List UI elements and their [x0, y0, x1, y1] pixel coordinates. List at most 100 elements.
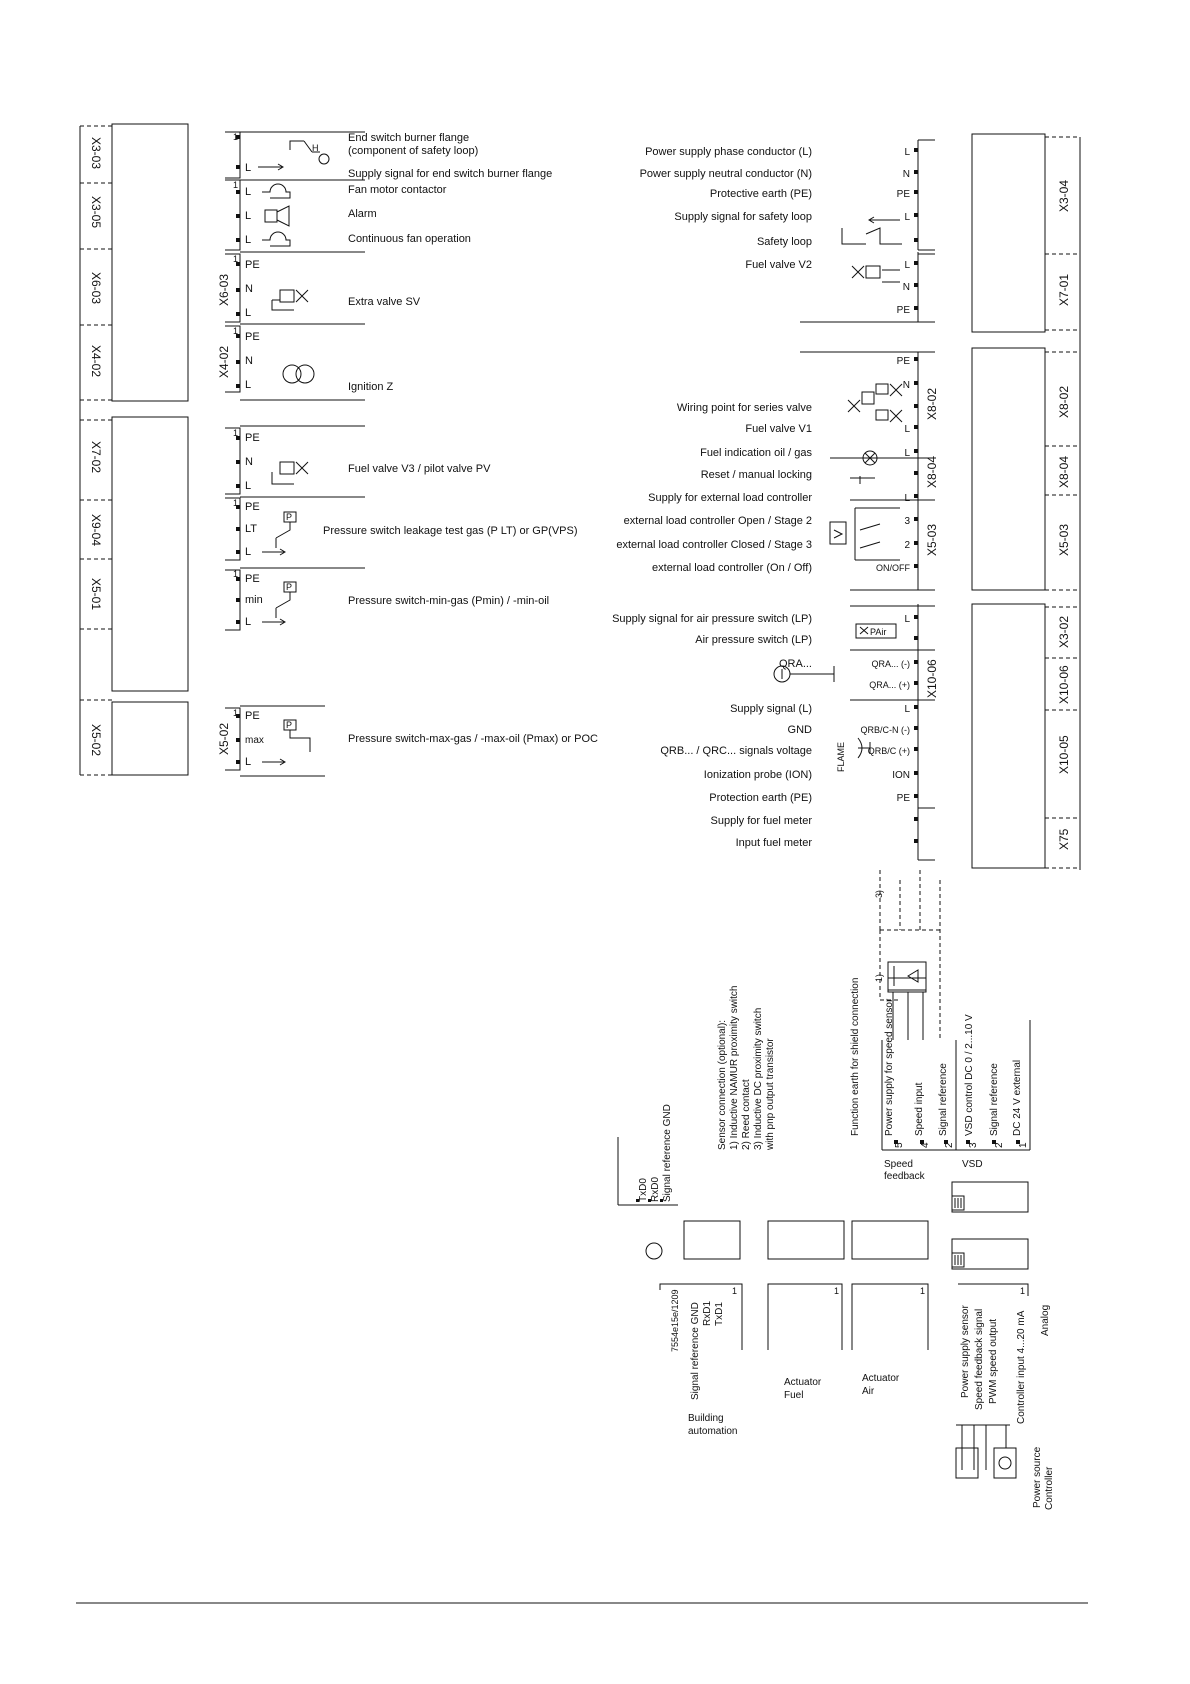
right-group-tag: X8-02 — [925, 388, 939, 420]
right-row-terminal — [914, 148, 918, 152]
right-row-pin: QRB/C-N (-) — [861, 725, 911, 735]
left-connector-x6-03: X6-03 — [89, 272, 103, 304]
speed-label: Speed input — [914, 1082, 925, 1136]
left-connector-x3-03: X3-03 — [89, 137, 103, 169]
left-desc: Alarm — [348, 208, 377, 220]
sensor-note-1: 1) — [874, 974, 884, 982]
left-group-tag: X4-02 — [217, 346, 231, 378]
right-row-pin: L — [904, 147, 910, 158]
right-row-pin: N — [903, 282, 910, 293]
left-pin-label: L — [245, 756, 251, 768]
left-pin-label: N — [245, 456, 253, 468]
right-row-desc: Supply for external load controller — [648, 492, 812, 504]
analog-label: Speed feedback signal — [974, 1309, 985, 1410]
right-row-terminal — [914, 705, 918, 709]
right-row-desc: Fuel indication oil / gas — [700, 447, 812, 459]
right-group-tag: X10-06 — [925, 659, 939, 698]
svg-text:1: 1 — [834, 1286, 839, 1296]
analog-title: Analog — [1040, 1305, 1051, 1336]
left-desc: (component of safety loop) — [348, 145, 478, 157]
actuator-fuel: Fuel — [784, 1390, 803, 1401]
right-row-pin: QRA... (-) — [872, 659, 911, 669]
left-connector-x9-04: X9-04 — [89, 514, 103, 546]
vsd-pin: 2 — [994, 1142, 1005, 1148]
svg-text:1: 1 — [920, 1286, 925, 1296]
right-row-terminal — [914, 381, 918, 385]
right-row-terminal — [914, 471, 918, 475]
building-automation: automation — [688, 1426, 737, 1437]
left-pin-label: PE — [245, 501, 260, 513]
vsd-label: DC 24 V external — [1012, 1060, 1023, 1136]
left-desc: Continuous fan operation — [348, 233, 471, 245]
right-row-terminal — [914, 681, 918, 685]
left-terminal-blocks: 1 L H End switch burner flange (componen… — [217, 131, 598, 777]
right-row-pin: L — [904, 704, 910, 715]
left-pin-label: min — [245, 594, 263, 606]
speed-feedback-label: feedback — [884, 1171, 926, 1182]
actuator-air: Air — [862, 1386, 875, 1397]
left-desc: Pressure switch-min-gas (Pmin) / -min-oi… — [348, 595, 549, 607]
actuator-air: Actuator — [862, 1373, 900, 1384]
left-pin-label: PE — [245, 432, 260, 444]
right-row-terminal — [914, 794, 918, 798]
vsd-label: VSD control DC 0 / 2...10 V — [964, 1014, 975, 1136]
speed-label: Function earth for shield connection — [850, 978, 861, 1136]
svg-text:1: 1 — [732, 1286, 737, 1296]
svg-text:1: 1 — [233, 132, 238, 142]
left-pin-label: L — [245, 546, 251, 558]
right-row-pin: 2 — [904, 540, 910, 551]
speed-feedback-label: Speed — [884, 1159, 913, 1170]
svg-text:1: 1 — [233, 708, 238, 718]
left-pin-label: PE — [245, 573, 260, 585]
left-group-tag: X6-03 — [217, 274, 231, 306]
left-desc: Fan motor contactor — [348, 184, 447, 196]
ba-label: RxD1 — [702, 1301, 713, 1326]
left-pin-label: N — [245, 355, 253, 367]
right-row-pin: L — [904, 424, 910, 435]
right-row-terminal — [914, 817, 918, 821]
right-connector-x8-04: X8-04 — [1057, 456, 1071, 488]
right-row-desc: Reset / manual locking — [701, 469, 812, 481]
right-row-pin: QRA... (+) — [869, 680, 910, 690]
vsd-pin: 1 — [1018, 1142, 1029, 1148]
right-row-terminal — [914, 404, 918, 408]
right-row-desc: Supply signal for air pressure switch (L… — [612, 613, 812, 625]
right-row-desc: external load controller Open / Stage 2 — [624, 515, 812, 527]
left-pin-label: LT — [245, 523, 257, 535]
right-row-desc: Fuel valve V1 — [745, 423, 812, 435]
right-row-pin: PE — [897, 305, 911, 316]
right-group-tag: X5-03 — [925, 524, 939, 556]
right-row-desc: Supply signal for safety loop — [674, 211, 812, 223]
sensor-note-line: 2) Reed contact — [741, 1079, 752, 1150]
svg-text:1: 1 — [233, 569, 238, 579]
ba-label: Signal reference GND — [690, 1302, 701, 1400]
right-row-terminal — [914, 425, 918, 429]
right-connector-x7-01: X7-01 — [1057, 274, 1071, 306]
right-row-pin: QRB/C (+) — [868, 746, 910, 756]
analog-label: Power supply sensor — [960, 1305, 971, 1398]
right-row-terminal — [914, 726, 918, 730]
right-row-desc: Power supply neutral conductor (N) — [640, 168, 812, 180]
building-automation: Building — [688, 1413, 724, 1424]
right-row-pin: L — [904, 260, 910, 271]
right-connector-x10-05: X10-05 — [1057, 735, 1071, 774]
right-connector-x5-03: X5-03 — [1057, 524, 1071, 556]
doc-code: 7554e15e/1209 — [670, 1289, 680, 1352]
analog-label: Controller input 4...20 mA — [1016, 1310, 1027, 1424]
right-row-desc: Power supply phase conductor (L) — [645, 146, 812, 158]
right-row-pin: N — [903, 380, 910, 391]
left-group-tag: X5-02 — [217, 723, 231, 755]
right-row-desc: Supply for fuel meter — [711, 815, 813, 827]
right-symbols: PAir FLAME — [773, 216, 903, 772]
right-row-desc: Ionization probe (ION) — [704, 769, 812, 781]
left-desc: Supply signal for end switch burner flan… — [348, 168, 552, 180]
flame-label: FLAME — [836, 742, 846, 772]
left-desc: Fuel valve V3 / pilot valve PV — [348, 463, 491, 475]
right-row-terminal — [914, 517, 918, 521]
sensor-note-line: 1) Inductive NAMUR proximity switch — [729, 986, 740, 1150]
right-row-pin: L — [904, 212, 910, 223]
left-pin-label: PE — [245, 331, 260, 343]
left-connector-x4-02: X4-02 — [89, 345, 103, 377]
left-connector-x7-02: X7-02 — [89, 441, 103, 473]
